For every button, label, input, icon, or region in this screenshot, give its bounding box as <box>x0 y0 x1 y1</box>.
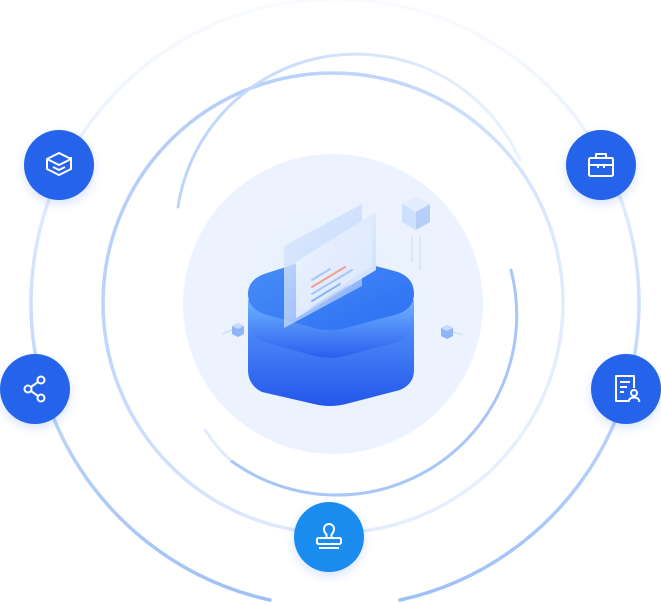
server-stack-icon <box>221 196 464 406</box>
briefcase-node[interactable] <box>566 130 636 200</box>
share-icon <box>23 375 46 403</box>
layers-icon <box>46 152 72 176</box>
stamp-icon <box>316 523 342 549</box>
document-user-icon <box>615 375 641 403</box>
share-node[interactable] <box>0 354 70 424</box>
briefcase-icon <box>588 153 614 177</box>
layers-node[interactable] <box>24 130 94 200</box>
stamp-node[interactable] <box>294 502 364 572</box>
document-user-node[interactable] <box>591 354 661 424</box>
